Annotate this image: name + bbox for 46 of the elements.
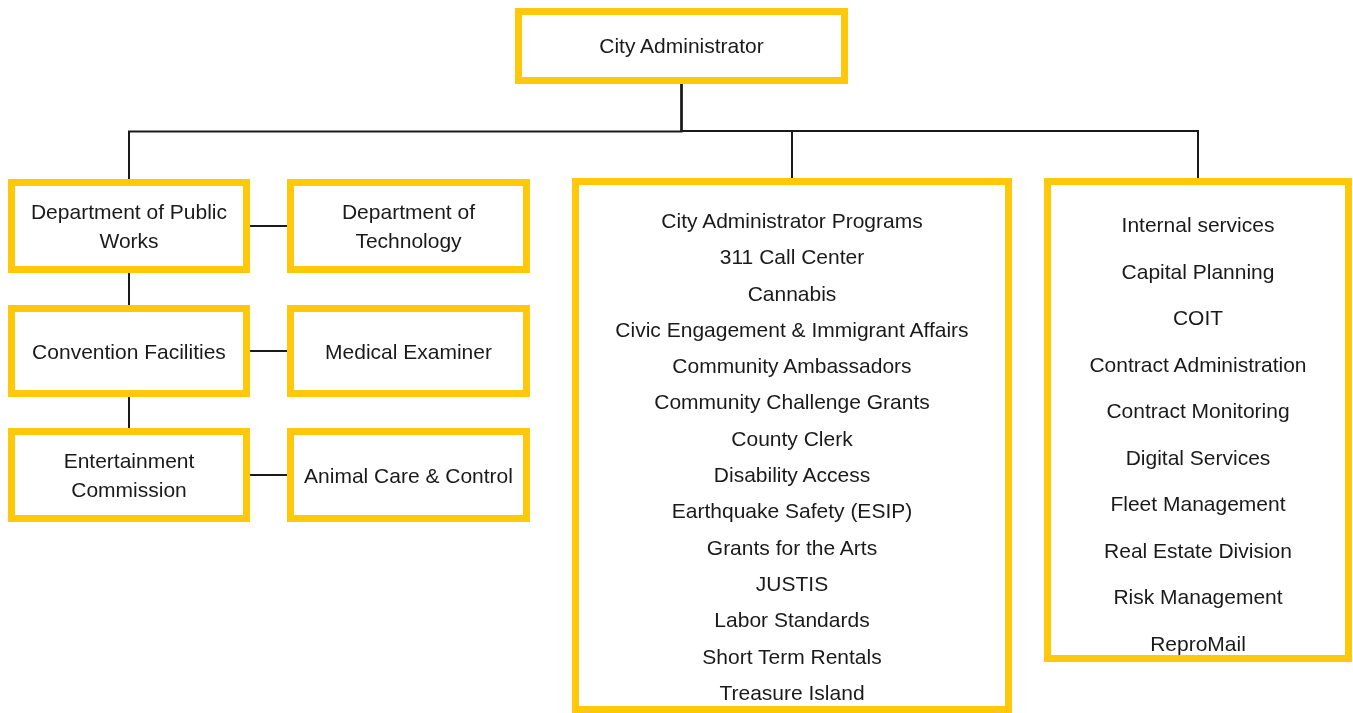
connector-line	[249, 474, 288, 476]
unit-name: Medical Examiner	[324, 338, 493, 365]
unit-name: Contract Administration	[1088, 351, 1308, 378]
unit-name: ReproMail	[1149, 630, 1247, 657]
unit-name: Capital Planning	[1120, 258, 1276, 285]
org-box	[572, 178, 1012, 713]
unit-name: Animal Care & Control	[303, 462, 514, 489]
org-box	[8, 428, 250, 522]
unit-name: Community Ambassadors	[671, 353, 913, 380]
org-box	[8, 305, 250, 397]
unit-name: Treasure Island	[718, 679, 866, 706]
org-box	[1044, 178, 1352, 662]
unit-name: Labor Standards	[713, 607, 871, 634]
unit-name: JUSTIS	[754, 570, 830, 597]
unit-name: Earthquake Safety (ESIP)	[670, 498, 914, 525]
connector-line	[249, 225, 288, 227]
unit-name: Department of Public Works	[29, 199, 229, 254]
org-box	[8, 179, 250, 273]
unit-name: Convention Facilities	[31, 338, 227, 365]
unit-name: County Clerk	[730, 425, 854, 452]
unit-name: Disability Access	[712, 462, 872, 489]
unit-name: Civic Engagement & Immigrant Affairs	[614, 316, 970, 343]
group-heading: Internal services	[1120, 212, 1276, 238]
unit-name: COIT	[1171, 305, 1225, 331]
unit-name: Entertainment Commission	[62, 448, 196, 503]
unit-name: 311 Call Center	[718, 244, 866, 271]
org-box	[287, 305, 530, 397]
unit-name: Cannabis	[746, 280, 838, 307]
org-box	[515, 8, 848, 84]
connector-line	[128, 272, 130, 306]
org-box	[287, 428, 530, 522]
unit-name: Fleet Management	[1109, 491, 1287, 517]
unit-name: Real Estate Division	[1103, 537, 1293, 564]
unit-name: Contract Monitoring	[1105, 398, 1291, 424]
unit-name: City Administrator	[598, 33, 765, 59]
connector-line	[128, 396, 130, 429]
unit-name: Risk Management	[1112, 584, 1284, 610]
unit-name: Short Term Rentals	[701, 643, 883, 670]
group-heading: City Administrator Programs	[660, 208, 924, 234]
unit-name: Digital Services	[1124, 444, 1272, 471]
connector-line	[680, 83, 1199, 179]
connector-line	[249, 350, 288, 352]
unit-name: Department of Technology	[340, 199, 477, 254]
unit-name: Grants for the Arts	[705, 534, 879, 561]
unit-name: Community Challenge Grants	[653, 389, 931, 416]
org-box	[287, 179, 530, 273]
